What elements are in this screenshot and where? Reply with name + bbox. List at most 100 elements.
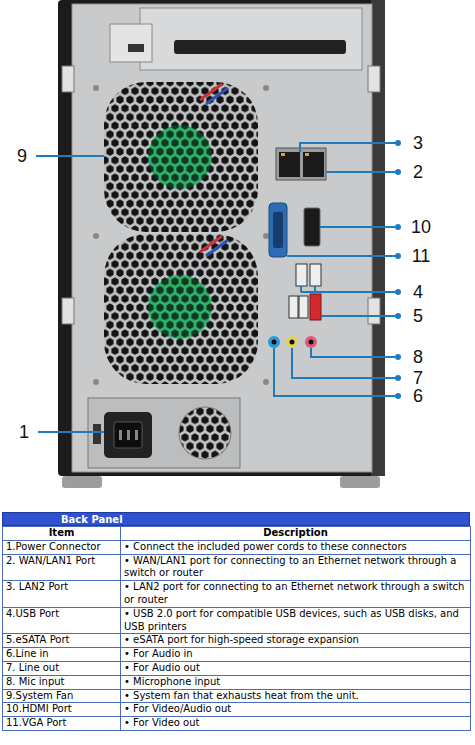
description-text: • For Video/Audio out bbox=[124, 703, 231, 714]
description-text: • eSATA port for high-speed storage expa… bbox=[124, 634, 359, 645]
table-row: 3. LAN2 Port • LAN2 port for connecting t… bbox=[3, 581, 471, 608]
system-fan bbox=[148, 125, 212, 189]
description-text: • System fan that exhausts heat from the… bbox=[124, 690, 359, 701]
nas-back-illustration bbox=[0, 0, 475, 510]
callout-number: 3 bbox=[413, 134, 423, 152]
table-cell: • For Video/Audio out bbox=[121, 703, 471, 717]
item-text: 2. WAN/LAN1 Port bbox=[6, 555, 95, 566]
leader-line bbox=[311, 348, 398, 357]
leader-dot bbox=[395, 224, 401, 230]
callout-number: 8 bbox=[413, 348, 423, 366]
table-cell: • System fan that exhausts heat from the… bbox=[121, 689, 471, 703]
ports bbox=[304, 208, 320, 246]
system-fan bbox=[104, 82, 258, 232]
table-cell: • For Video out bbox=[121, 717, 471, 731]
table-row: 10.HDMI Port• For Video/Audio out bbox=[3, 703, 471, 717]
table-cell: Description bbox=[121, 527, 471, 541]
description-text: • WAN/LAN1 port for connecting to an Eth… bbox=[124, 555, 456, 579]
table-row: 6.Line in • For Audio in bbox=[3, 648, 471, 662]
expansion-bracket bbox=[140, 8, 362, 70]
item-text: 1.Power Connector bbox=[6, 541, 101, 552]
leader-line bbox=[301, 286, 398, 292]
power-supply bbox=[127, 430, 130, 440]
table-cell: 11.VGA Port bbox=[3, 717, 121, 731]
power-supply bbox=[114, 422, 142, 448]
ports bbox=[279, 152, 300, 177]
table-cell: 9.System Fan bbox=[3, 689, 121, 703]
foot bbox=[340, 476, 380, 488]
ports bbox=[268, 148, 326, 348]
table-cell: • USB 2.0 port for compatible USB device… bbox=[121, 607, 471, 634]
ports bbox=[310, 264, 321, 286]
item-text: 3. LAN2 Port bbox=[6, 581, 68, 592]
callout-number: 5 bbox=[413, 307, 423, 325]
system-fan bbox=[263, 379, 269, 385]
table-row: 11.VGA Port• For Video out bbox=[3, 717, 471, 731]
power-supply bbox=[119, 430, 122, 440]
leader-dot bbox=[395, 140, 401, 399]
table-row: 4.USB Port • USB 2.0 port for compatible … bbox=[3, 607, 471, 634]
table-cell: • WAN/LAN1 port for connecting to an Eth… bbox=[121, 554, 471, 581]
power-supply bbox=[179, 407, 231, 459]
ports bbox=[276, 148, 326, 180]
table-cell: • For Audio in bbox=[121, 648, 471, 662]
description-text: • USB 2.0 port for compatible USB device… bbox=[124, 608, 459, 632]
leader-line bbox=[321, 315, 398, 317]
side-tab bbox=[368, 66, 380, 92]
system-fan bbox=[148, 275, 212, 339]
system-fan bbox=[93, 82, 269, 385]
callout-number: 11 bbox=[412, 247, 431, 265]
leader-line bbox=[287, 255, 398, 257]
enclosure bbox=[72, 4, 372, 472]
callout-number: 10 bbox=[411, 218, 431, 236]
leader-dot bbox=[395, 313, 401, 319]
ports bbox=[290, 340, 295, 345]
table-cell: 3. LAN2 Port bbox=[3, 581, 121, 608]
ports bbox=[309, 340, 314, 345]
power-supply bbox=[104, 412, 152, 458]
enclosure bbox=[58, 0, 385, 476]
power-supply bbox=[135, 430, 138, 440]
table-cell: • LAN2 port for connecting to an Etherne… bbox=[121, 581, 471, 608]
leader-dot bbox=[395, 140, 401, 146]
leader-dot bbox=[395, 393, 401, 399]
ports bbox=[268, 336, 280, 348]
system-fan bbox=[93, 379, 99, 385]
table-cell: • Microphone input bbox=[121, 675, 471, 689]
table-cell: 1.Power Connector bbox=[3, 540, 121, 554]
power-supply bbox=[93, 424, 101, 444]
item-text: 6.Line in bbox=[6, 648, 49, 659]
callout-number: 2 bbox=[413, 163, 423, 181]
table-cell: 7. Line out bbox=[3, 661, 121, 675]
leader-line bbox=[300, 143, 398, 152]
ports bbox=[281, 153, 285, 156]
table-cell: 6.Line in bbox=[3, 648, 121, 662]
description-text: • For Audio in bbox=[124, 648, 193, 659]
enclosure bbox=[58, 0, 385, 476]
leader-line bbox=[274, 348, 398, 396]
description-text: Description bbox=[263, 527, 328, 538]
callout-number: 7 bbox=[413, 369, 423, 387]
leader-line bbox=[292, 348, 398, 378]
leader-line bbox=[36, 143, 398, 432]
power-supply bbox=[88, 398, 240, 468]
ports bbox=[286, 336, 298, 348]
system-fan bbox=[93, 85, 99, 91]
item-text: 8. Mic input bbox=[6, 676, 65, 687]
expansion-bracket bbox=[174, 40, 346, 54]
leader-dot bbox=[395, 253, 401, 259]
leader-dot bbox=[395, 289, 401, 295]
description-text: • For Video out bbox=[124, 717, 199, 728]
system-fan bbox=[206, 240, 228, 256]
item-text: 4.USB Port bbox=[6, 608, 59, 619]
system-fan bbox=[93, 233, 99, 239]
table-cell: Item bbox=[3, 527, 121, 541]
foot bbox=[62, 476, 102, 488]
table-cell: • For Audio out bbox=[121, 661, 471, 675]
ports bbox=[303, 152, 324, 177]
system-fan bbox=[263, 85, 269, 91]
table-row: 2. WAN/LAN1 Port • WAN/LAN1 port for conn… bbox=[3, 554, 471, 581]
description-text: • Connect the included power cords to th… bbox=[124, 541, 407, 552]
table-row: 1.Power Connector • Connect the included … bbox=[3, 540, 471, 554]
